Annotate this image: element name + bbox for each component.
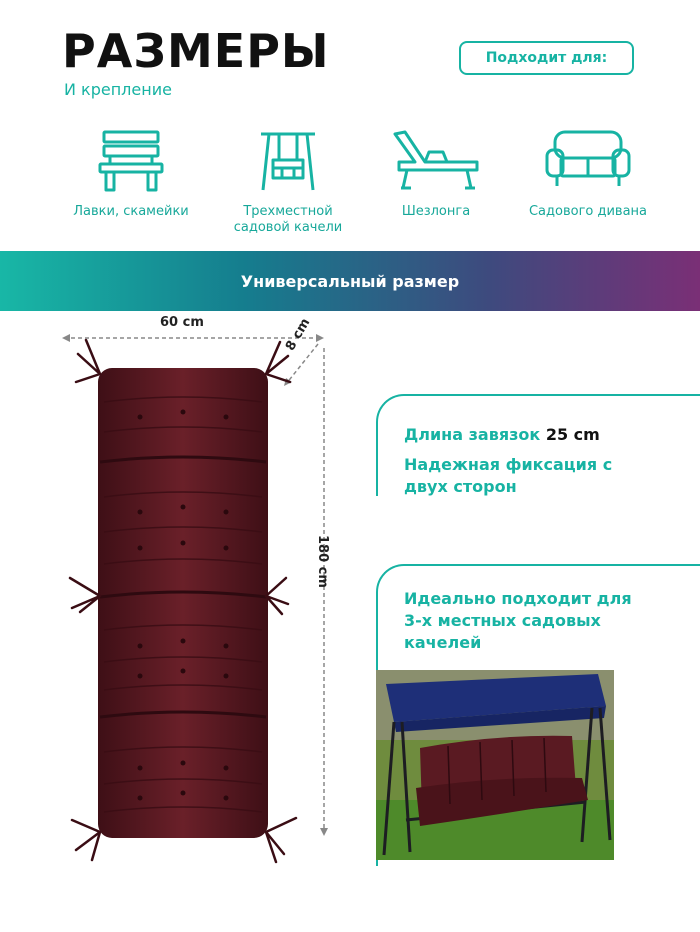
use-item-lounger: Шезлонга <box>366 128 506 220</box>
page-subtitle: И крепление <box>64 80 172 99</box>
use-label-sofa: Садового дивана <box>528 204 648 219</box>
ties-length-value: 25 cm <box>545 425 600 444</box>
bench-icon <box>98 130 164 192</box>
fixation-text: Надежная фиксация с двух сторон <box>404 455 613 496</box>
use-label-swing: Трехместной садовой качели <box>233 204 343 235</box>
sofa-icon <box>545 130 631 186</box>
cushion-illustration <box>62 334 328 864</box>
ties-length-text: Длина завязок 25 cm <box>404 424 600 446</box>
length-dimension-label: 180 cm <box>315 535 330 588</box>
use-item-swing: Трехместной садовой качели <box>218 128 358 236</box>
use-label-lounger: Шезлонга <box>401 204 471 219</box>
width-dimension-label: 60 cm <box>160 315 204 330</box>
universal-size-banner: Универсальный размер <box>0 251 700 311</box>
fits-for-badge: Подходит для: <box>459 41 634 75</box>
swing-fit-text: Идеально подходит для 3-х местных садовы… <box>404 589 632 652</box>
garden-swing-photo <box>376 670 614 860</box>
use-label-bench: Лавки, скамейки <box>73 204 189 219</box>
garden-swing-icon <box>261 132 315 191</box>
use-item-sofa: Садового дивана <box>518 128 658 220</box>
ties-info-frame <box>376 394 700 496</box>
ties-length-prefix: Длина завязок <box>404 425 541 444</box>
lounger-icon <box>393 130 479 190</box>
use-item-bench: Лавки, скамейки <box>61 128 201 220</box>
page-title: РАЗМЕРЫ <box>62 24 330 78</box>
